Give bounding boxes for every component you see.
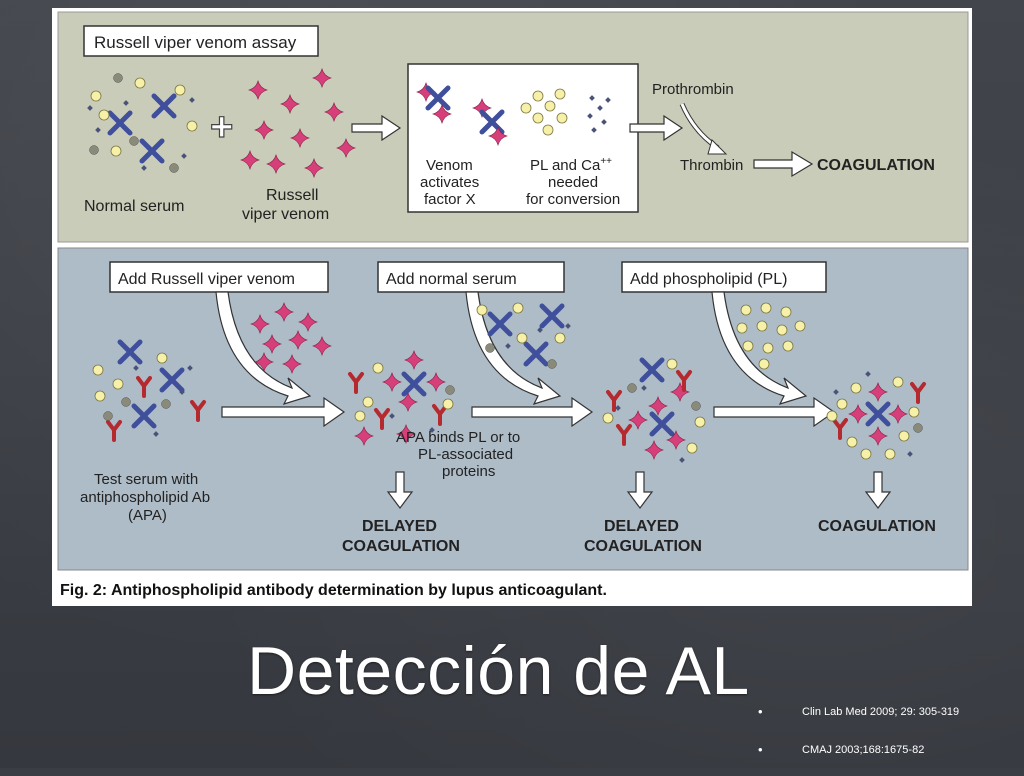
pl-ca-label-2: needed (548, 174, 598, 191)
top-coagulation-label: COAGULATION (817, 157, 935, 174)
apa-binds-label-1: APA binds PL or to (396, 429, 520, 446)
plus-sign: + (210, 105, 233, 149)
delayed-label-1: DELAYED (362, 518, 437, 535)
arrow-to-box (351, 114, 402, 142)
apa-binds-label-2: PL-associated (418, 446, 513, 463)
thrombin-label: Thrombin (680, 157, 743, 174)
step3-label: Add phospholipid (PL) (630, 271, 787, 288)
pl-ca-label: PL and Ca++ (530, 156, 612, 174)
test-serum-label-3: (APA) (128, 507, 167, 524)
figure-caption: Fig. 2: Antiphospholipid antibody determ… (60, 582, 607, 599)
prothrombin-label: Prothrombin (652, 81, 734, 98)
apa-binds-label-3: proteins (442, 463, 495, 480)
venom-activates-label-3: factor X (424, 191, 476, 208)
coagulation-label-final: COAGULATION (818, 518, 936, 535)
viper-venom-label-1: Russell (266, 187, 318, 204)
reference-item: • CMAJ 2003;168:1675-82 (758, 738, 1008, 776)
delayed-label-2: DELAYED (604, 518, 679, 535)
down-arrows (386, 471, 892, 509)
arrow-box-to-prothrombin (629, 114, 684, 142)
reference-text: Clin Lab Med 2009; 29: 305-319 (802, 706, 960, 718)
horizontal-arrows (221, 396, 836, 428)
reference-list: • Clin Lab Med 2009; 29: 305-319 • CMAJ … (758, 700, 1008, 776)
top-panel-heading: Russell viper venom assay (94, 33, 297, 52)
curved-arrows (215, 291, 808, 405)
step1-label: Add Russell viper venom (118, 271, 295, 288)
coagulation-label-2: COAGULATION (584, 538, 702, 555)
step2-label: Add normal serum (386, 271, 517, 288)
venom-activates-label: Venom (426, 157, 473, 174)
step2-box (377, 261, 565, 293)
normal-serum-label: Normal serum (84, 198, 184, 215)
coagulation-label-1: COAGULATION (342, 538, 460, 555)
step1-box (109, 261, 329, 293)
viper-venom-label-2: viper venom (242, 206, 329, 223)
arrow-thrombin-to-coag (753, 150, 814, 178)
top-heading-box (83, 25, 319, 57)
pl-ca-label-3: for conversion (526, 191, 620, 208)
bullet: • (758, 742, 763, 757)
bullet: • (758, 704, 763, 719)
reference-item: • Clin Lab Med 2009; 29: 305-319 (758, 700, 1008, 738)
test-serum-label-2: antiphospholipid Ab (80, 489, 210, 506)
reference-text: CMAJ 2003;168:1675-82 (802, 744, 925, 756)
slide-title: Detección de AL (247, 633, 750, 709)
venom-activates-label-2: activates (420, 174, 479, 191)
test-serum-label-1: Test serum with (94, 471, 198, 488)
lupus-anticoagulant-figure: Russell viper venom assay Normal serum +… (52, 8, 972, 606)
step3-box (621, 261, 827, 293)
